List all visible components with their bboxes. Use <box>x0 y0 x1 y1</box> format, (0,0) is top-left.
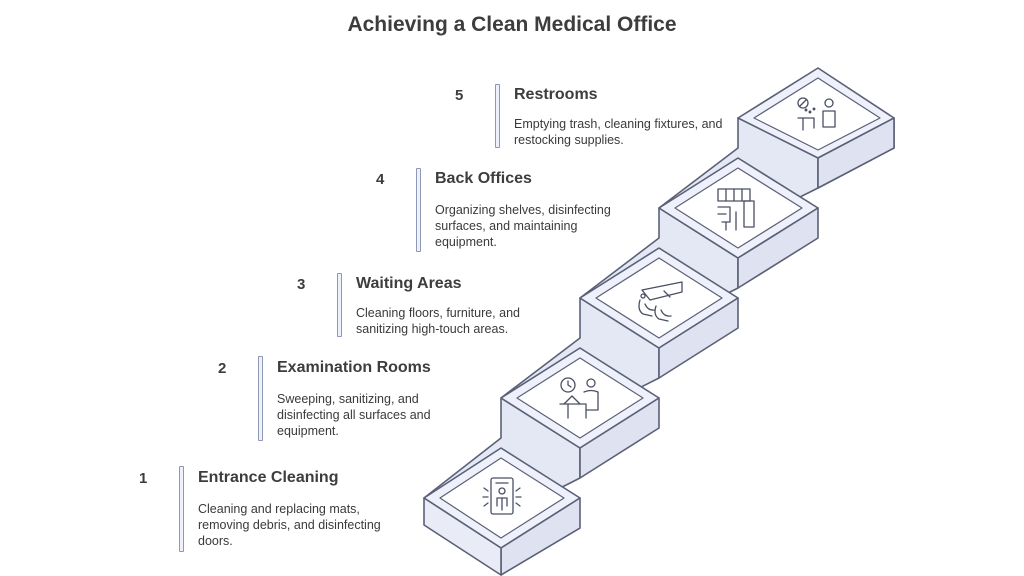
stair-2-wall <box>579 397 660 479</box>
step-1-bar <box>179 466 184 552</box>
step-4-bar <box>416 168 421 252</box>
step-2-heading: Examination Rooms <box>277 359 431 376</box>
step-1-number: 1 <box>139 470 148 487</box>
step-3-bar <box>337 273 342 337</box>
stair-4-wall <box>737 207 819 289</box>
step-5-heading: Restrooms <box>514 86 598 103</box>
step-5-bar <box>495 84 500 148</box>
step-4-heading: Back Offices <box>435 170 532 187</box>
tile-5 <box>753 77 881 151</box>
restroom-icon <box>797 97 836 131</box>
examination-clock-icon <box>559 377 599 419</box>
step-2-number: 2 <box>218 360 227 377</box>
step-4-description: Organizing shelves, disinfecting surface… <box>435 203 611 249</box>
step-1-heading: Entrance Cleaning <box>198 469 339 486</box>
office-shelves-icon <box>717 188 755 231</box>
step-2-bar <box>258 356 263 441</box>
step-5-number: 5 <box>455 87 464 104</box>
page-title: Achieving a Clean Medical Office <box>347 13 677 36</box>
step-1-description: Cleaning and replacing mats, removing de… <box>198 502 381 548</box>
step-4-number: 4 <box>376 171 385 188</box>
step-3-description: Cleaning floors, furniture, and sanitizi… <box>356 306 520 336</box>
stair-1-front <box>423 497 502 576</box>
stair-3-wall <box>658 297 739 379</box>
waiting-chairs-icon <box>638 281 683 322</box>
step-2-description: Sweeping, sanitizing, and disinfecting a… <box>277 392 431 438</box>
step-3-number: 3 <box>297 276 306 293</box>
step-3-heading: Waiting Areas <box>356 275 462 292</box>
tile-4 <box>674 167 803 249</box>
stair-5-wall <box>817 117 895 189</box>
tile-2 <box>516 357 644 439</box>
entrance-door-icon <box>482 477 522 515</box>
step-5-description: Emptying trash, cleaning fixtures, and r… <box>514 117 723 147</box>
